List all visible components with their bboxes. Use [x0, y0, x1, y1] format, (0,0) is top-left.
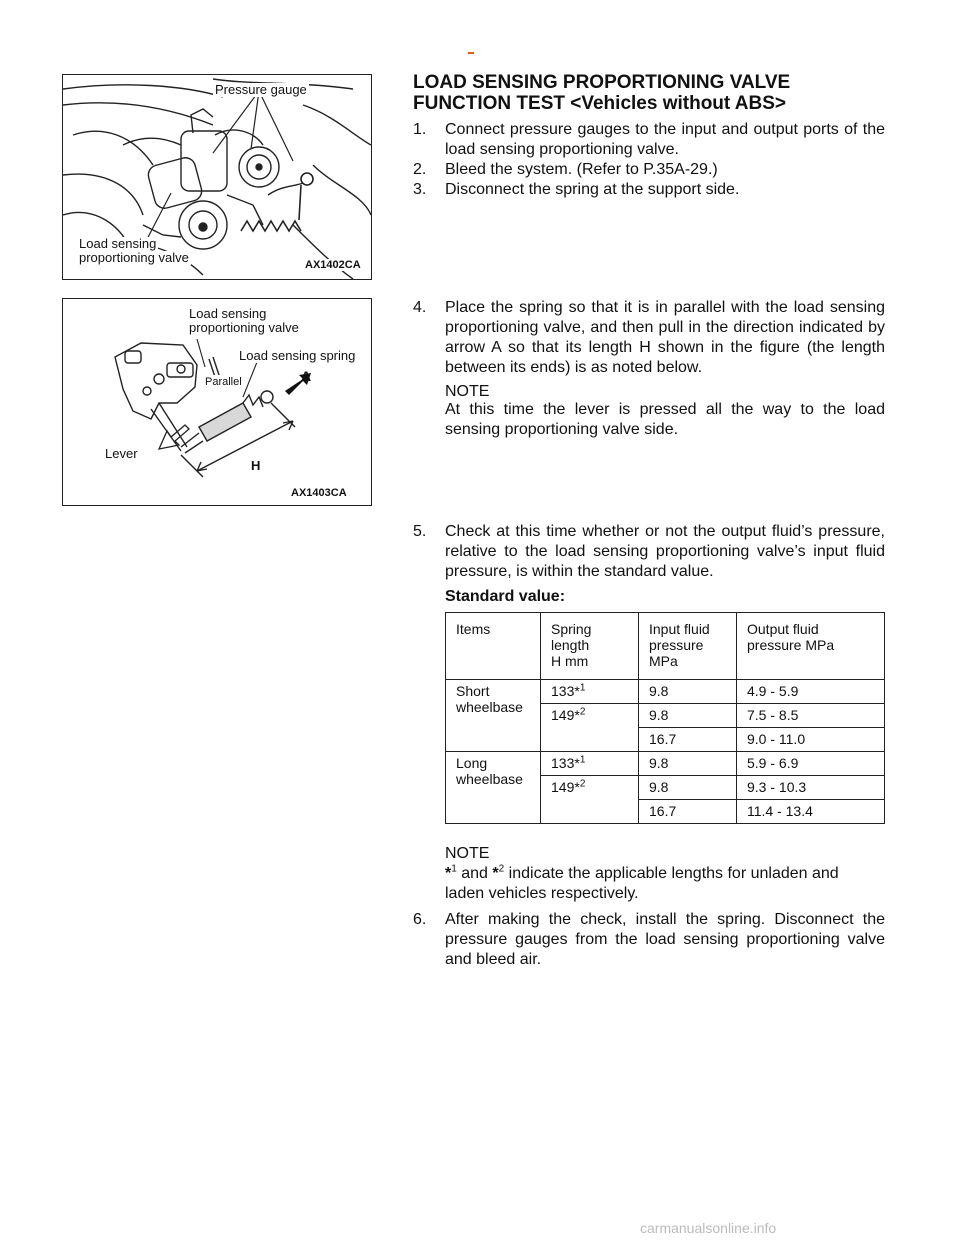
step-5: 5. Check at this time whether or not the…	[413, 522, 885, 582]
step-number: 4.	[413, 299, 427, 316]
figure-spring-diagram: Load sensing proportioning valve Load se…	[62, 298, 372, 506]
figure-code: AX1403CA	[289, 487, 349, 499]
step-text: After making the check, install the spri…	[445, 911, 885, 968]
output-cell: 9.3 - 10.3	[736, 775, 885, 800]
spring-length-cell: 149*2	[540, 703, 639, 752]
table-row: 16.7 11.4 - 13.4	[446, 799, 885, 824]
output-cell: 9.0 - 11.0	[736, 727, 885, 752]
note2-label: NOTE	[445, 845, 490, 862]
title-line2: FUNCTION TEST <Vehicles without ABS>	[413, 93, 787, 114]
title-line1: LOAD SENSING PROPORTIONING VALVE	[413, 72, 791, 93]
watermark: carmanualsonline.info	[640, 1220, 777, 1236]
step-text: Bleed the system. (Refer to P.35A-29.)	[445, 161, 718, 178]
output-cell: 4.9 - 5.9	[736, 679, 885, 704]
figure-pressure-gauge-photo: Pressure gauge Load sensing proportionin…	[62, 74, 372, 280]
input-cell: 16.7	[638, 727, 737, 752]
spring-length-cell: 149*2	[540, 775, 639, 824]
valve-label-line1: Load sensing	[77, 236, 159, 251]
input-cell: 16.7	[638, 799, 737, 824]
step-number: 2.	[413, 161, 427, 178]
arrow-a-label: A	[301, 368, 312, 384]
section-title: LOAD SENSING PROPORTIONING VALVE FUNCTIO…	[413, 72, 893, 114]
lever-label: Lever	[103, 446, 140, 461]
header-mark	[468, 52, 474, 54]
header-items: Items	[445, 612, 541, 680]
step-number: 5.	[413, 523, 427, 540]
dimension-h-label: H	[251, 458, 261, 473]
step-text: Place the spring so that it is in parall…	[445, 299, 885, 376]
input-cell: 9.8	[638, 751, 737, 776]
valve-label-line2: proportioning valve	[77, 250, 191, 265]
note2-line1: *1 and *2 indicate the applicable length…	[445, 863, 839, 882]
input-cell: 9.8	[638, 703, 737, 728]
valve-label-line1: Load sensing	[187, 306, 269, 321]
input-cell: 9.8	[638, 679, 737, 704]
standard-value-label: Standard value:	[445, 588, 566, 605]
step-4: 4. Place the spring so that it is in par…	[413, 298, 885, 378]
valve-label-line2: proportioning valve	[187, 320, 301, 335]
step-number: 1.	[413, 121, 427, 138]
figure-code: AX1402CA	[303, 259, 363, 271]
step-text: Connect pressure gauges to the input and…	[445, 121, 885, 158]
step-1: 1. Connect pressure gauges to the input …	[413, 120, 885, 160]
parallel-label: Parallel	[203, 375, 244, 389]
output-cell: 5.9 - 6.9	[736, 751, 885, 776]
output-cell: 11.4 - 13.4	[736, 799, 885, 824]
step-text: Check at this time whether or not the ou…	[445, 523, 885, 580]
pressure-gauge-label: Pressure gauge	[213, 82, 309, 97]
note2-line2: laden vehicles respectively.	[445, 885, 639, 902]
step-number: 6.	[413, 911, 427, 928]
note1-text: At this time the lever is pressed all th…	[445, 401, 885, 438]
step-6: 6. After making the check, install the s…	[413, 910, 885, 970]
spring-illustration	[114, 338, 311, 478]
spring-length-cell: 133*1	[540, 751, 639, 776]
output-cell: 7.5 - 8.5	[736, 703, 885, 728]
input-cell: 9.8	[638, 775, 737, 800]
step-text: Disconnect the spring at the support sid…	[445, 181, 740, 198]
note1-label: NOTE	[445, 383, 490, 400]
spring-length-cell: 133*1	[540, 679, 639, 704]
step-number: 3.	[413, 181, 427, 198]
spring-label: Load sensing spring	[237, 348, 358, 363]
step-2: 2. Bleed the system. (Refer to P.35A-29.…	[413, 160, 885, 180]
table-row: 149*2 9.8 7.5 - 8.5	[446, 703, 885, 752]
step-3: 3. Disconnect the spring at the support …	[413, 180, 885, 200]
